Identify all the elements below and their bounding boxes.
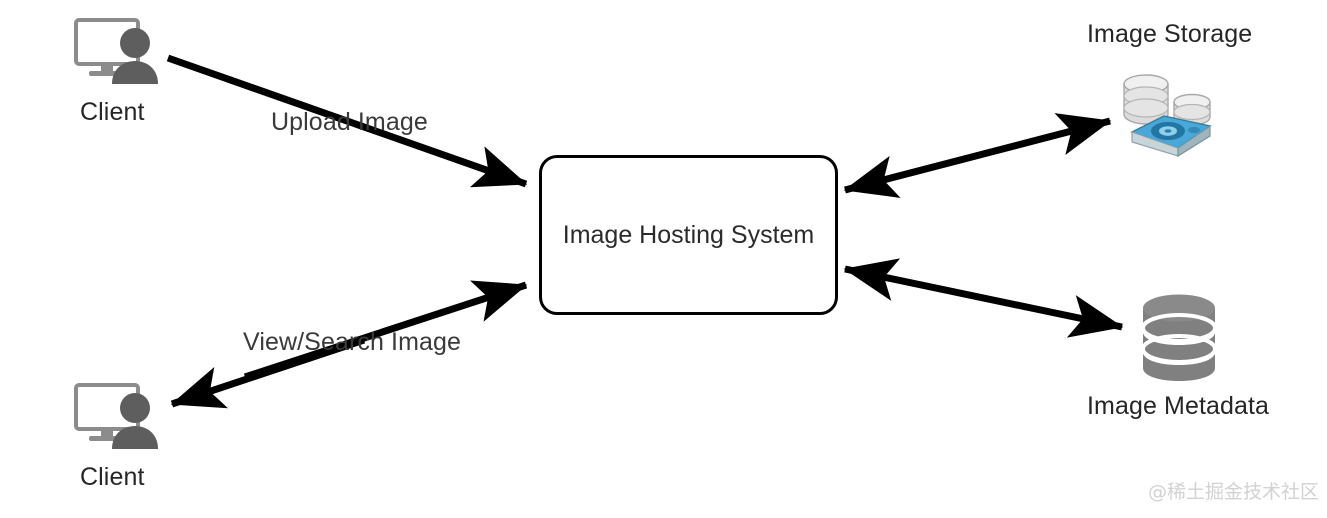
arrow-system-metadata (843, 258, 1124, 338)
edge-label-view-search-image: View/Search Image (243, 328, 462, 356)
image-hosting-system-box[interactable]: Image Hosting System (539, 155, 838, 315)
arrow-view-search-response (170, 336, 366, 409)
disk-storage-icon (1118, 70, 1220, 158)
image-metadata-label: Image Metadata (1087, 392, 1270, 420)
image-storage-label: Image Storage (1087, 20, 1253, 48)
edge-label-upload-image: Upload Image (271, 108, 428, 136)
arrow-upload-image (166, 54, 528, 188)
client-top-label: Client (80, 98, 145, 126)
arrow-system-storage (843, 113, 1112, 198)
system-box-label: Image Hosting System (562, 220, 815, 249)
database-cylinder-icon (1137, 292, 1221, 384)
watermark: @稀土掘金技术社区 (1148, 481, 1320, 503)
client-workstation-icon (72, 16, 168, 88)
client-workstation-icon (72, 381, 168, 453)
client-bottom-label: Client (80, 463, 145, 491)
